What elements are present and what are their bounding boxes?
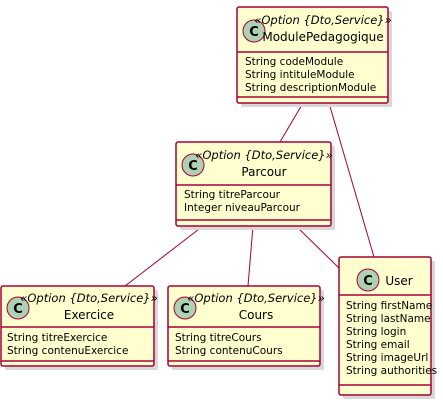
class-parcour: C «Option {Dto,Service}» Parcour String … xyxy=(175,141,335,230)
class-name: ModulePedagogique xyxy=(262,30,383,44)
class-attribute: String intituleModule xyxy=(245,69,355,81)
class-name: Parcour xyxy=(241,165,286,179)
edge-parcour-user xyxy=(295,225,340,269)
edge-module-parcour xyxy=(279,102,304,143)
class-attribute: String email xyxy=(346,339,410,351)
class-name: User xyxy=(385,274,412,288)
edge-parcour-cours xyxy=(247,225,254,287)
class-badge-letter: C xyxy=(363,274,373,289)
class-attribute: String titreCours xyxy=(175,332,262,344)
class-stereotype: «Option {Dto,Service}» xyxy=(254,13,391,27)
class-attribute: Integer niveauParcour xyxy=(184,202,301,214)
class-name: Cours xyxy=(239,308,274,322)
class-stereotype: «Option {Dto,Service}» xyxy=(187,291,324,305)
class-badge-letter: C xyxy=(249,25,259,40)
class-module-pedagogique: C «Option {Dto,Service}» ModulePedagogiq… xyxy=(236,6,392,107)
class-badge-icon xyxy=(356,268,380,292)
class-attribute: String firstName xyxy=(346,300,432,312)
edge-module-user xyxy=(328,102,375,258)
class-stereotype: «Option {Dto,Service}» xyxy=(195,148,332,162)
class-attribute: String authorities xyxy=(346,365,437,377)
class-user: C User String firstName String lastName … xyxy=(338,256,437,399)
class-attribute: String descriptionModule xyxy=(245,82,376,94)
class-attribute: String codeModule xyxy=(245,56,343,68)
class-badge-icon xyxy=(6,296,30,320)
class-attribute: String titreExercice xyxy=(7,332,107,344)
class-attribute: String login xyxy=(346,326,406,338)
class-attribute: String imageUrl xyxy=(346,352,428,364)
class-badge-letter: C xyxy=(180,302,190,317)
class-badge-icon xyxy=(242,19,266,43)
class-cours: C «Option {Dto,Service}» Cours String ti… xyxy=(167,285,325,370)
class-name: Exercice xyxy=(64,308,114,322)
class-attribute: String titreParcour xyxy=(184,189,281,201)
class-attribute: String contenuExercice xyxy=(7,345,128,357)
class-attribute: String contenuCours xyxy=(175,345,283,357)
class-badge-icon xyxy=(181,153,205,177)
class-badge-letter: C xyxy=(188,159,198,174)
class-badge-letter: C xyxy=(13,302,23,317)
class-attribute: String lastName xyxy=(346,313,431,325)
associations xyxy=(124,102,375,287)
class-stereotype: «Option {Dto,Service}» xyxy=(20,291,157,305)
edge-parcour-exercice xyxy=(124,225,204,287)
class-exercice: C «Option {Dto,Service}» Exercice String… xyxy=(0,285,158,370)
class-badge-icon xyxy=(173,296,197,320)
